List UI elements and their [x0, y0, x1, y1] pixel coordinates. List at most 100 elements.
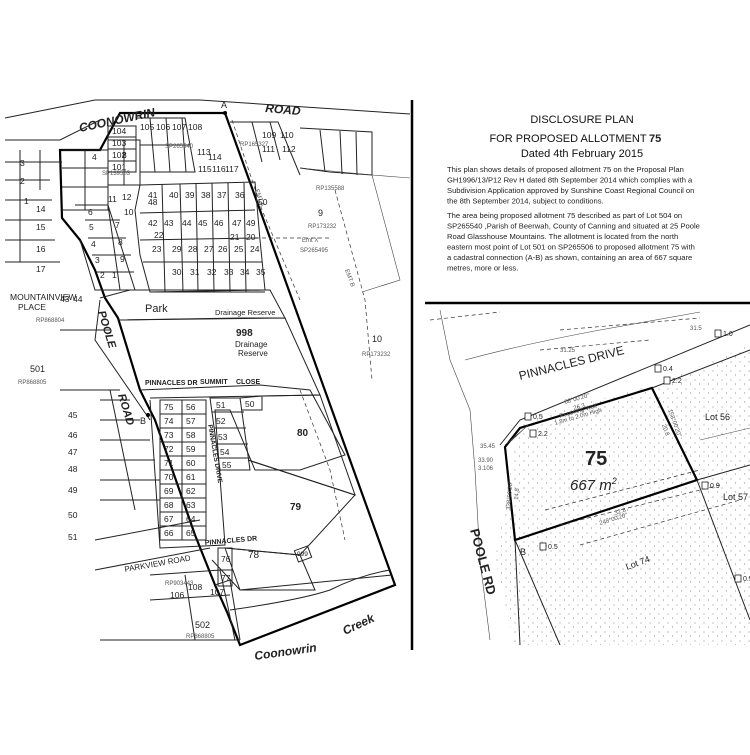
- lot-number-label: 32: [207, 267, 217, 277]
- lot-number-label: 43: [60, 294, 70, 304]
- drainage-label-2a: Drainage: [235, 340, 268, 349]
- lot-number-label: 57: [186, 416, 196, 426]
- lot-number-label: 7: [115, 220, 120, 230]
- lot-number-label: 4: [91, 239, 96, 249]
- detail-plan: 1.00.42.20.52.20.90.50.5 PINNACLES DRIVE…: [429, 309, 750, 645]
- lot-number-label: 68: [164, 500, 174, 510]
- title-paragraph-2: The area being proposed allotment 75 des…: [447, 211, 700, 273]
- lot-57-line: [699, 427, 750, 441]
- lot-number-label: 106: [156, 122, 170, 132]
- lot-number-label: 101: [112, 162, 126, 172]
- lot-number-label: 6: [88, 207, 93, 217]
- summit-label: SUMMIT: [200, 379, 228, 386]
- detail-point-b: B: [520, 547, 526, 557]
- lot-number-label: 2: [100, 270, 105, 280]
- lot-number-label: 15: [36, 222, 46, 232]
- lot-number-label: 50: [245, 399, 255, 409]
- lot-number-label: 49: [246, 218, 256, 228]
- adjacent-lot-lines: [514, 349, 750, 645]
- easement-b: [334, 189, 373, 381]
- lot-number-label: 8: [118, 237, 123, 247]
- level-marker-value: 0.5: [533, 414, 543, 421]
- coonowrin-creek-label: Coonowrin: [253, 640, 317, 663]
- retaining-wall: [504, 424, 529, 446]
- coonowrin-road-line: [4, 99, 411, 119]
- left-old-lots: [5, 139, 141, 291]
- level-marker: 2.2: [663, 376, 682, 385]
- lot-number-label: 105: [140, 122, 154, 132]
- point-a-label: A: [221, 100, 227, 110]
- easement-a-lower: [299, 389, 346, 541]
- lot-number-label: 44: [182, 218, 192, 228]
- level-marker: 0.5: [539, 542, 558, 551]
- lot-number-label: 62: [186, 486, 196, 496]
- survey-ref: RP903443: [165, 581, 194, 587]
- title-lot-number: 75: [649, 133, 661, 145]
- coonowrin-road-word: ROAD: [265, 101, 302, 118]
- lot-number-label: 77: [221, 573, 231, 583]
- lot-number-label: 51: [216, 400, 226, 410]
- creek-word-label: Creek: [340, 610, 377, 637]
- pinnacles-dr-lower-label: PINNACLES DR: [205, 535, 258, 547]
- parkview-road: [94, 519, 211, 571]
- lot-number-label: 23: [152, 244, 162, 254]
- lot-number-label: 111: [262, 144, 275, 154]
- survey-ref: SP139503: [102, 171, 131, 177]
- lot-number-label: 52: [216, 416, 226, 426]
- park-label: Park: [145, 303, 168, 315]
- survey-ref: RP165327: [240, 142, 269, 148]
- lot-number-label: 41: [148, 190, 158, 200]
- pinnacles-drive-far-edge: [464, 311, 701, 361]
- lot-number-label: 46: [214, 218, 224, 228]
- lot-number-label: 43: [164, 218, 174, 228]
- parkview-road-label: PARKVIEW ROAD: [124, 553, 192, 574]
- drainage-reserve-998: [117, 317, 321, 399]
- lot-number-label: 103: [112, 138, 126, 148]
- level-marker-value: 2.2: [672, 378, 682, 385]
- level-marker-value: 0.5: [548, 544, 558, 551]
- level-marker: 0.4: [654, 364, 673, 373]
- lot-78-label: 78: [248, 550, 260, 561]
- lot-number-label: 27: [204, 244, 214, 254]
- title-dated: Dated 4th February 2015: [521, 148, 643, 160]
- lot-number-label: 45: [198, 218, 208, 228]
- lot-10-label: 10: [372, 334, 382, 344]
- lot-number-label: 16: [36, 244, 46, 254]
- level-marker: 0.9: [701, 481, 720, 490]
- creek-line: [229, 569, 391, 611]
- upper-block-lots: [134, 181, 266, 293]
- lot-number-label: 112: [282, 144, 296, 154]
- close-label: CLOSE: [236, 379, 260, 386]
- lot-56-label: Lot 56: [705, 412, 730, 422]
- lot-number-label: 74: [164, 416, 174, 426]
- lot-number-label: 37: [217, 190, 227, 200]
- easement-a: [231, 119, 301, 301]
- top-right-lots: [230, 121, 373, 176]
- survey-ref: EMT B: [343, 269, 355, 288]
- survey-ref: RP868805: [186, 634, 215, 640]
- pinnacles-dr-label: PINNACLES DR: [145, 380, 198, 387]
- lot-number-label: 26: [218, 244, 228, 254]
- survey-ref: EMT A: [253, 189, 265, 208]
- western-lots: [60, 299, 160, 511]
- poole-road-word: ROAD: [115, 392, 136, 427]
- lot-number-label: 104: [112, 126, 126, 136]
- point-b-marker: [146, 413, 150, 417]
- lot-number-label: 113: [197, 147, 211, 157]
- contour-label: 3.106: [478, 466, 494, 472]
- lot-10-boundary: [371, 174, 411, 179]
- distance-left: 14.8: [514, 487, 521, 500]
- survey-ref: RP135588: [316, 186, 345, 192]
- lot-number-label: 108: [188, 582, 202, 592]
- title-subheading: FOR PROPOSED ALLOTMENT: [489, 133, 646, 145]
- title-heading: DISCLOSURE PLAN: [530, 114, 633, 126]
- survey-ref: SP265540: [165, 144, 194, 150]
- lot-number-label: 9: [120, 254, 125, 264]
- level-marker: 2.2: [529, 429, 548, 438]
- lot-number-label: 30: [172, 267, 182, 277]
- survey-ref: RP173232: [362, 352, 391, 358]
- lot-number-label: 102: [112, 150, 126, 160]
